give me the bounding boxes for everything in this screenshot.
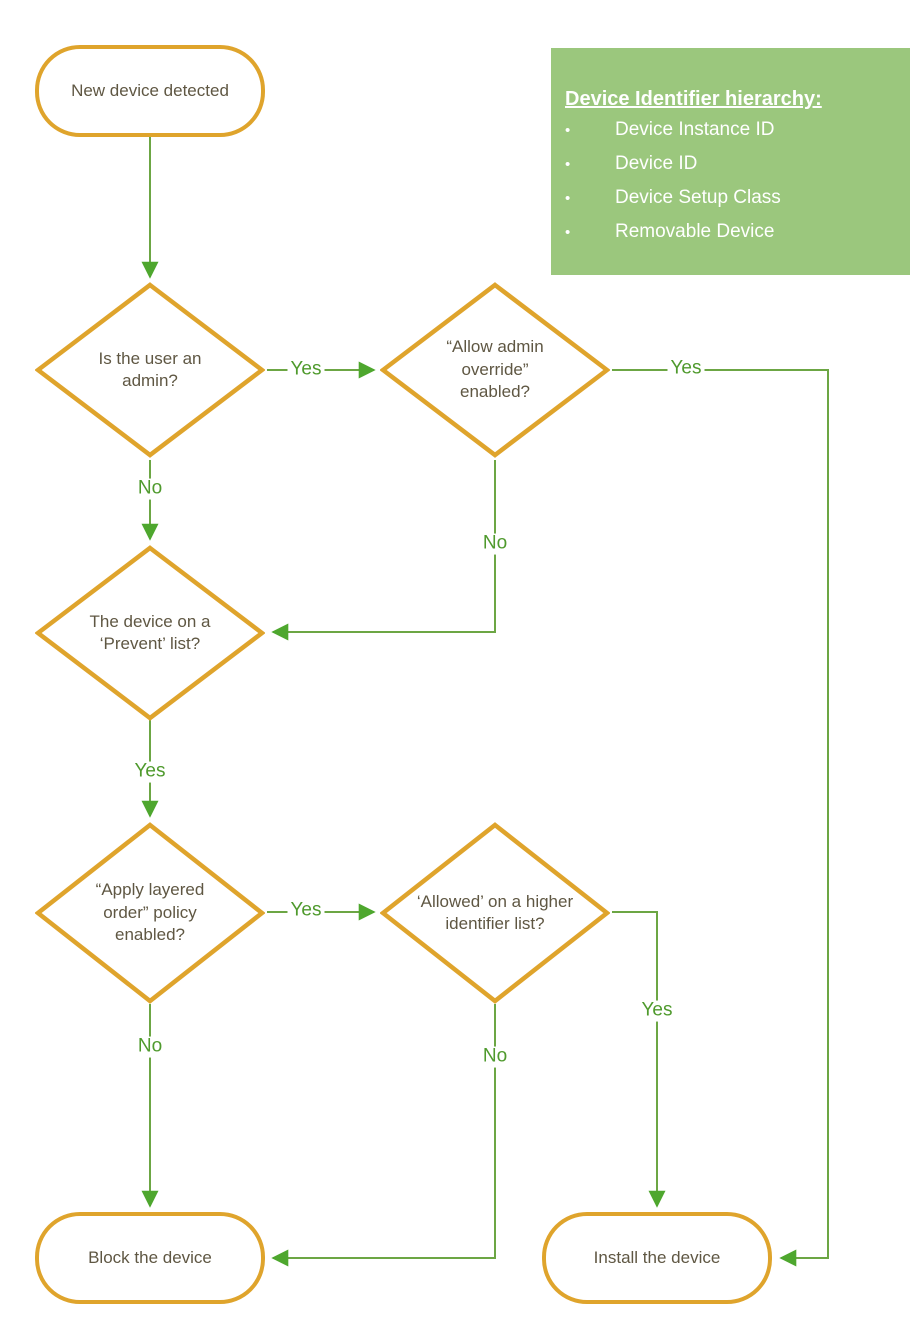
node-label: New device detected bbox=[71, 80, 229, 100]
diamond-shape bbox=[380, 282, 610, 458]
edge-label-admin-no: No bbox=[134, 478, 166, 500]
edge-label-layered-no: No bbox=[134, 1036, 166, 1058]
edge-label-prevent-yes: Yes bbox=[131, 761, 169, 783]
node-label: Install the device bbox=[593, 1247, 721, 1267]
diamond-shape bbox=[35, 545, 265, 721]
edge-label-admin-yes: Yes bbox=[287, 359, 325, 381]
node-label: Is the user an admin? bbox=[98, 348, 202, 390]
bullet-icon: • bbox=[565, 156, 571, 173]
legend-item: • Device Setup Class bbox=[565, 187, 896, 209]
decision-allowed-higher-identifier: ‘Allowed’ on a higher identifier list? bbox=[380, 822, 610, 1004]
decision-apply-layered-order: “Apply layered order” policy enabled? bbox=[35, 822, 265, 1004]
diamond-shape bbox=[35, 822, 265, 1004]
node-label: ‘Allowed’ on a higher identifier list? bbox=[416, 891, 574, 933]
legend-item-label: Device Setup Class bbox=[615, 187, 781, 208]
terminal-install-device: Install the device bbox=[542, 1212, 772, 1304]
diamond-shape bbox=[380, 822, 610, 1004]
terminal-block-device: Block the device bbox=[35, 1212, 265, 1304]
node-label: The device on a ‘Prevent’ list? bbox=[89, 611, 211, 653]
legend-item-label: Removable Device bbox=[615, 221, 775, 242]
edge-label-layered-yes: Yes bbox=[287, 900, 325, 922]
legend-device-identifier-hierarchy: Device Identifier hierarchy: • Device In… bbox=[551, 48, 910, 275]
bullet-icon: • bbox=[565, 224, 571, 241]
edge-override-yes bbox=[612, 369, 829, 1267]
edge-label-override-yes: Yes bbox=[667, 358, 705, 380]
decision-allow-admin-override: “Allow admin override” enabled? bbox=[380, 282, 610, 458]
edge-higher-no bbox=[271, 1004, 496, 1267]
legend-item: • Device Instance ID bbox=[565, 119, 896, 141]
node-label: “Apply layered order” policy enabled? bbox=[95, 880, 205, 945]
bullet-icon: • bbox=[565, 190, 571, 207]
bullet-icon: • bbox=[565, 122, 571, 139]
node-label: “Allow admin override” enabled? bbox=[446, 337, 544, 402]
legend-item-label: Device Instance ID bbox=[615, 119, 775, 140]
edge-override-no bbox=[271, 460, 496, 641]
legend-item: • Device ID bbox=[565, 153, 896, 175]
node-label: Block the device bbox=[88, 1247, 212, 1267]
edge-higher-yes bbox=[612, 911, 666, 1208]
edge-label-override-no: No bbox=[479, 533, 511, 555]
diamond-shape bbox=[35, 282, 265, 458]
legend-list: • Device Instance ID • Device ID • Devic… bbox=[565, 119, 896, 243]
decision-is-user-admin: Is the user an admin? bbox=[35, 282, 265, 458]
edge-label-higher-no: No bbox=[479, 1046, 511, 1068]
legend-title: Device Identifier hierarchy: bbox=[565, 88, 822, 110]
terminal-new-device-detected: New device detected bbox=[35, 45, 265, 137]
legend-item: • Removable Device bbox=[565, 221, 896, 243]
legend-item-label: Device ID bbox=[615, 153, 698, 174]
decision-prevent-list: The device on a ‘Prevent’ list? bbox=[35, 545, 265, 721]
edge-label-higher-yes: Yes bbox=[638, 1000, 676, 1022]
